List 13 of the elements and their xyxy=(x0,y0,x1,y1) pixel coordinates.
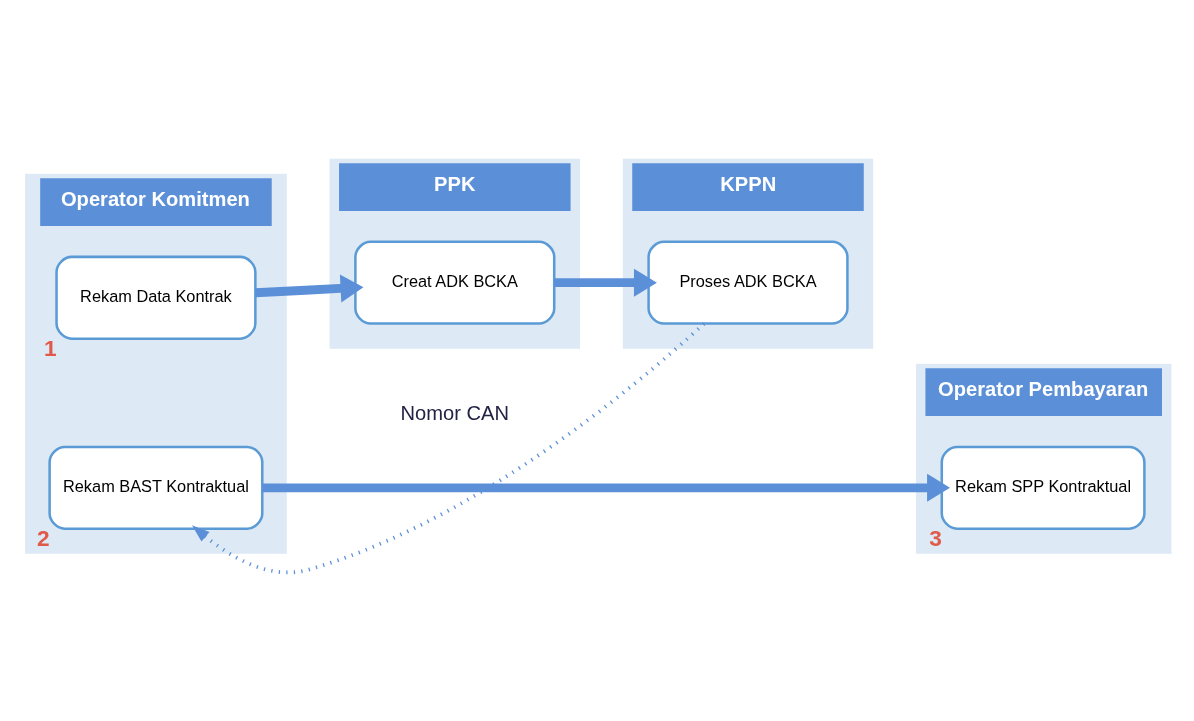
node-label: 1 xyxy=(43,334,57,361)
node-box: Rekam SPP Kontraktual xyxy=(940,445,1146,530)
node-box: Rekam BAST Kontraktual xyxy=(48,445,264,530)
node-box: Proses ADK BCKA xyxy=(647,240,849,325)
arrow xyxy=(262,473,950,502)
arrow xyxy=(191,322,706,575)
node-box: Rekam Data Kontrak xyxy=(55,255,257,340)
node-label: 3 xyxy=(929,524,942,551)
node-label: 2 xyxy=(37,524,50,551)
arrow xyxy=(255,274,364,303)
node-box: Creat ADK BCKA xyxy=(354,240,556,325)
edge-label: Nomor CAN xyxy=(400,401,510,424)
arrow xyxy=(554,268,657,297)
